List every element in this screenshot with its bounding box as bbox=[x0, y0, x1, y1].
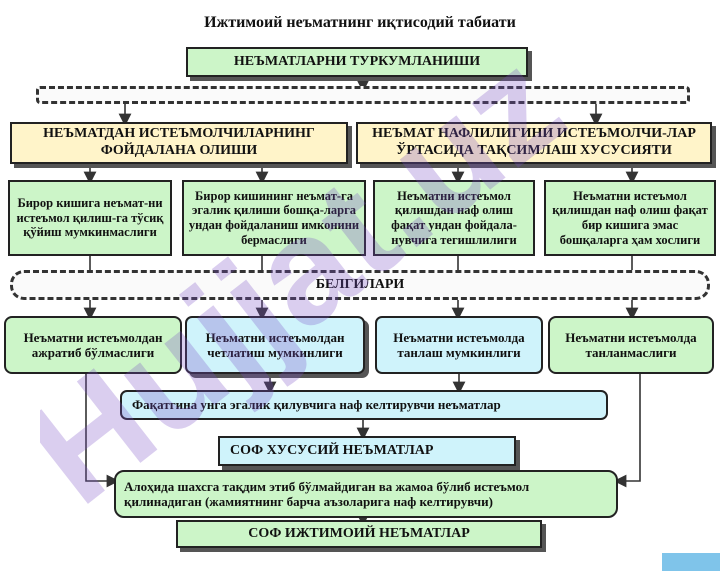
header-benefit-distribution: НЕЪМАТ НАФЛИЛИГИНИ ИСТЕЪМОЛЧИ-ЛАР ЎРТАСИ… bbox=[356, 122, 712, 164]
sign-box-2: Неъматни истеъмолдан четлатиш мумкинлиги bbox=[185, 316, 365, 374]
criteria-box-2: Бирор кишининг неъмат-га эгалик қилиши б… bbox=[182, 180, 366, 256]
criteria-box-1: Бирор кишига неъмат-ни истеъмол қилиш-га… bbox=[8, 180, 172, 256]
sign-box-3: Неъматни истеъмолда танлаш мумкинлиги bbox=[375, 316, 543, 374]
criteria-box-4: Неъматни истеъмол қилишдан наф олиш фақа… bbox=[544, 180, 716, 256]
top-box-classification: НЕЪМАТЛАРНИ ТУРКУМЛАНИШИ bbox=[186, 47, 528, 77]
private-goods-description: Фақатгина унга эгалик қилувчига наф келт… bbox=[120, 390, 608, 420]
pure-private-goods-box: СОФ ХУСУСИЙ НЕЪМАТЛАР bbox=[218, 436, 516, 466]
header-access: НЕЪМАТДАН ИСТЕЪМОЛЧИЛАРНИНГ ФОЙДАЛАНА ОЛ… bbox=[10, 122, 348, 164]
signs-label: БЕЛГИЛАРИ bbox=[315, 277, 405, 292]
public-goods-description: Алоҳида шахсга тақдим этиб бўлмайдиган в… bbox=[114, 470, 618, 518]
dashed-band-signs bbox=[10, 270, 710, 300]
sign-box-1: Неъматни истеъмолдан ажратиб бўлмаслиги bbox=[4, 316, 182, 374]
sign-box-4: Неъматни истеъмолда танланмаслиги bbox=[548, 316, 714, 374]
criteria-box-3: Неъматни истеъмол қилишдан наф олиш фақа… bbox=[373, 180, 535, 256]
dashed-band-top bbox=[36, 86, 690, 104]
corner-accent bbox=[662, 553, 720, 571]
pure-public-goods-box: СОФ ИЖТИМОИЙ НЕЪМАТЛАР bbox=[176, 520, 542, 548]
page-title: Ижтимоий неъматнинг иқтисодий табиати bbox=[204, 14, 516, 31]
